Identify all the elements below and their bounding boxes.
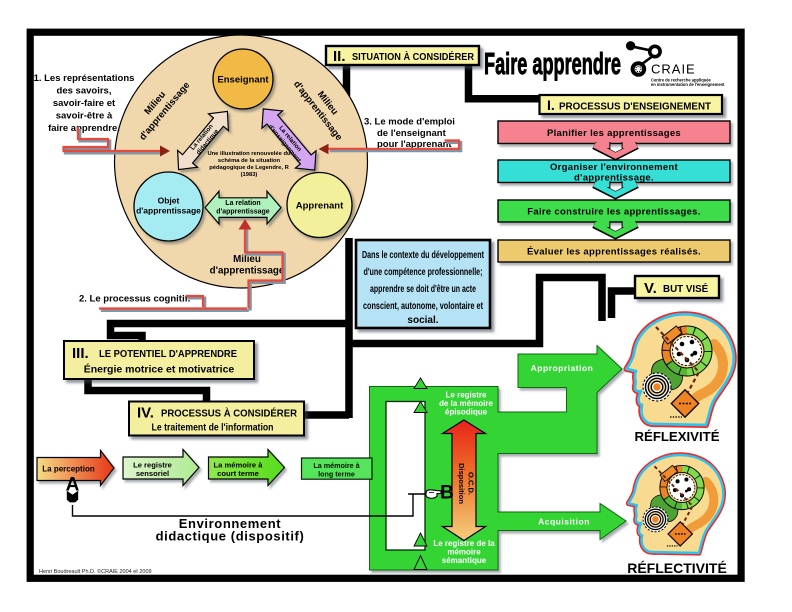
svg-text:II.: II.: [333, 48, 346, 65]
svg-text:Le traitement de l'information: Le traitement de l'information: [152, 423, 274, 434]
svg-text:d'apprentissage.: d'apprentissage.: [574, 173, 654, 184]
svg-text:court terme: court terme: [217, 469, 259, 478]
svg-text:Énergie motrice et motivatrice: Énergie motrice et motivatrice: [84, 363, 235, 376]
svg-text:La perception: La perception: [42, 465, 95, 474]
svg-text:La relation: La relation: [225, 200, 260, 207]
svg-text:d'une compétence professionnel: d'une compétence professionnelle;: [364, 266, 483, 278]
svg-text:Acquisition: Acquisition: [538, 517, 590, 527]
svg-text:III.: III.: [72, 345, 89, 362]
svg-text:I.: I.: [547, 97, 555, 113]
svg-text:Faire construire les apprentis: Faire construire les apprentissages.: [527, 207, 700, 218]
svg-text:A: A: [66, 475, 80, 496]
svg-text:Milieu: Milieu: [233, 254, 261, 265]
svg-text:RÉFLECTIVITÉ: RÉFLECTIVITÉ: [627, 560, 727, 576]
svg-text:3. Le mode d'emploi: 3. Le mode d'emploi: [364, 117, 455, 128]
svg-text:pour l'apprenant: pour l'apprenant: [377, 139, 452, 150]
svg-text:B: B: [440, 483, 454, 504]
svg-text:savoir-être à: savoir-être à: [56, 111, 113, 122]
svg-text:Le registre: Le registre: [133, 461, 172, 470]
svg-text:Planifier les apprentissages: Planifier les apprentissages: [547, 128, 681, 139]
svg-text:Faire apprendre: Faire apprendre: [484, 46, 621, 81]
svg-text:Organiser l'environnement: Organiser l'environnement: [550, 162, 679, 173]
svg-text:d'apprentissage: d'apprentissage: [216, 209, 270, 216]
svg-text:en instrumentation de l'enseig: en instrumentation de l'enseignement: [651, 82, 725, 87]
svg-text:Centre de recherche appliquée: Centre de recherche appliquée: [651, 78, 712, 83]
svg-text:de la mémoire: de la mémoire: [439, 399, 493, 408]
svg-text:1. Les représentations: 1. Les représentations: [34, 73, 135, 84]
svg-text:LE POTENTIEL D'APPRENDRE: LE POTENTIEL D'APPRENDRE: [99, 349, 237, 360]
svg-text:de l'enseignant: de l'enseignant: [377, 128, 447, 139]
svg-text:Une illustration renouvelée du: Une illustration renouvelée du: [207, 151, 291, 157]
svg-text:savoir-faire et: savoir-faire et: [53, 98, 116, 109]
svg-text:conscient, autonome, volontair: conscient, autonome, volontaire et: [363, 300, 483, 312]
svg-text:BUT VISÉ: BUT VISÉ: [663, 283, 709, 295]
svg-text:Apprenant: Apprenant: [296, 201, 344, 212]
svg-text:O.C.D.: O.C.D.: [467, 472, 476, 495]
svg-text:Disposition: Disposition: [457, 463, 466, 504]
svg-text:(1983): (1983): [241, 172, 258, 178]
svg-text:IV.: IV.: [137, 405, 154, 422]
svg-text:Appropriation: Appropriation: [531, 363, 594, 373]
svg-text:apprendre se doit d'être un ac: apprendre se doit d'être un acte: [370, 283, 476, 295]
svg-text:mémoire: mémoire: [447, 548, 481, 557]
svg-text:sensoriel: sensoriel: [136, 469, 169, 478]
svg-text:CRAIE: CRAIE: [651, 61, 696, 76]
svg-text:2. Le processus cognitif.: 2. Le processus cognitif.: [79, 294, 190, 305]
svg-text:Le registre: Le registre: [446, 391, 487, 400]
svg-text:social.: social.: [407, 315, 438, 326]
svg-text:Le registre de la: Le registre de la: [433, 539, 495, 548]
svg-text:La mémoire à: La mémoire à: [214, 461, 264, 470]
svg-text:Dans le contexte du développem: Dans le contexte du développement: [362, 249, 484, 261]
svg-text:d'apprentissage: d'apprentissage: [136, 206, 201, 216]
svg-text:sémantique: sémantique: [442, 556, 487, 565]
svg-text:didactique (dispositif): didactique (dispositif): [156, 529, 305, 544]
svg-text:SITUATION À CONSIDÉRER: SITUATION À CONSIDÉRER: [352, 51, 474, 63]
svg-text:Enseignant: Enseignant: [217, 75, 269, 86]
svg-text:Objet: Objet: [158, 196, 180, 206]
svg-text:des savoirs,: des savoirs,: [57, 86, 112, 97]
svg-text:RÉFLEXIVITÉ: RÉFLEXIVITÉ: [635, 429, 720, 444]
svg-text:pédagogique de Legendre, R: pédagogique de Legendre, R: [209, 165, 289, 171]
svg-text:schéma de la situation: schéma de la situation: [218, 158, 281, 164]
svg-text:Environnement: Environnement: [179, 516, 281, 531]
svg-text:V.: V.: [644, 280, 657, 297]
svg-text:PROCESSUS D'ENSEIGNEMENT: PROCESSUS D'ENSEIGNEMENT: [559, 102, 711, 113]
svg-text:épisodique: épisodique: [445, 408, 488, 417]
svg-text:La mémoire à: La mémoire à: [313, 461, 360, 470]
svg-text:faire apprendre.: faire apprendre.: [48, 123, 120, 134]
svg-text:Henri Boudreault Ph.D. ©CRAIE: Henri Boudreault Ph.D. ©CRAIE 2004 et 20…: [39, 568, 152, 575]
svg-text:long terme: long terme: [318, 469, 355, 478]
svg-text:Évaluer les apprentissages réa: Évaluer les apprentissages réalisés.: [527, 247, 701, 258]
svg-text:PROCESSUS À CONSIDÉRER: PROCESSUS À CONSIDÉRER: [161, 408, 297, 420]
svg-text:d'apprentissage: d'apprentissage: [210, 266, 285, 277]
